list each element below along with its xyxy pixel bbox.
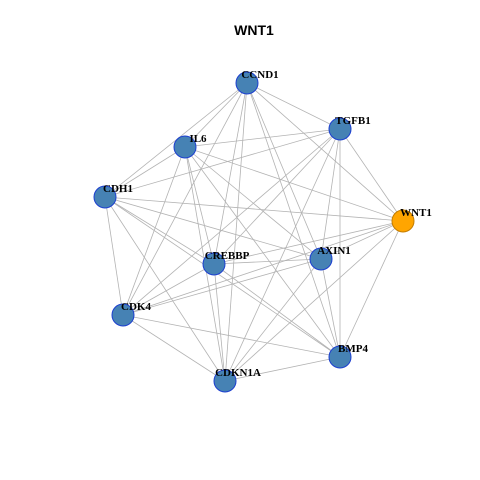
edge-tgfb1-crebbp [213,128,341,265]
node-axin1 [309,247,333,271]
edge-crebbp-cdkn1a [213,263,226,382]
node-label-cdkn1a: CDKN1A [215,367,261,379]
edge-ccnd1-axin1 [246,82,322,260]
edge-il6-axin1 [184,146,322,260]
edges-layer [104,82,404,382]
edge-tgfb1-axin1 [320,128,341,260]
plot-title: WNT1 [234,22,274,38]
node-ccnd1 [235,71,259,95]
node-wnt1 [391,209,415,233]
edge-axin1-cdk4 [122,258,322,316]
node-cdkn1a [213,369,237,393]
edge-crebbp-axin1 [213,258,322,265]
edge-wnt1-axin1 [320,220,404,260]
edge-cdh1-cdk4 [104,196,124,316]
edge-tgfb1-cdh1 [104,128,341,198]
edge-ccnd1-cdkn1a [224,82,248,382]
edge-ccnd1-il6 [184,82,248,148]
node-cdh1 [93,185,117,209]
edge-cdh1-cdkn1a [104,196,226,382]
edge-tgfb1-cdkn1a [224,128,341,382]
node-label-bmp4: BMP4 [338,343,368,355]
edge-cdh1-bmp4 [104,196,341,358]
edge-ccnd1-bmp4 [246,82,341,358]
edge-axin1-bmp4 [320,258,341,358]
edge-cdh1-crebbp [104,196,215,265]
node-label-il6: IL6 [189,133,207,145]
edge-cdk4-cdkn1a [122,314,226,382]
edge-ccnd1-cdk4 [122,82,248,316]
node-crebbp [202,252,226,276]
edge-tgfb1-wnt1 [339,128,404,222]
node-label-axin1: AXIN1 [317,245,351,257]
node-label-cdk4: CDK4 [121,301,151,313]
edge-cdk4-bmp4 [122,314,341,358]
edge-il6-cdh1 [104,146,186,198]
edge-wnt1-bmp4 [339,220,404,358]
edge-wnt1-cdkn1a [224,220,404,382]
edge-tgfb1-cdk4 [122,128,341,316]
edge-cdh1-wnt1 [104,196,404,222]
node-label-cdh1: CDH1 [103,183,133,195]
node-bmp4 [328,345,352,369]
edge-il6-wnt1 [184,146,404,222]
nodes-layer [93,71,415,393]
edge-crebbp-cdk4 [122,263,215,316]
edge-ccnd1-crebbp [213,82,248,265]
node-label-crebbp: CREBBP [205,250,250,262]
edge-axin1-cdkn1a [224,258,322,382]
edge-wnt1-crebbp [213,220,404,265]
edge-il6-crebbp [184,146,215,265]
edge-ccnd1-tgfb1 [246,82,341,130]
edge-il6-bmp4 [184,146,341,358]
node-label-tgfb1: TGFB1 [335,115,370,127]
node-tgfb1 [328,117,352,141]
edge-il6-cdk4 [122,146,186,316]
node-label-ccnd1: CCND1 [241,69,278,81]
edge-cdh1-axin1 [104,196,322,260]
edge-ccnd1-wnt1 [246,82,404,222]
node-label-wnt1: WNT1 [400,207,432,219]
node-cdk4 [111,303,135,327]
edge-tgfb1-il6 [184,128,341,148]
edge-crebbp-bmp4 [213,263,341,358]
node-il6 [173,135,197,159]
edge-bmp4-cdkn1a [224,356,341,382]
edge-wnt1-cdk4 [122,220,404,316]
